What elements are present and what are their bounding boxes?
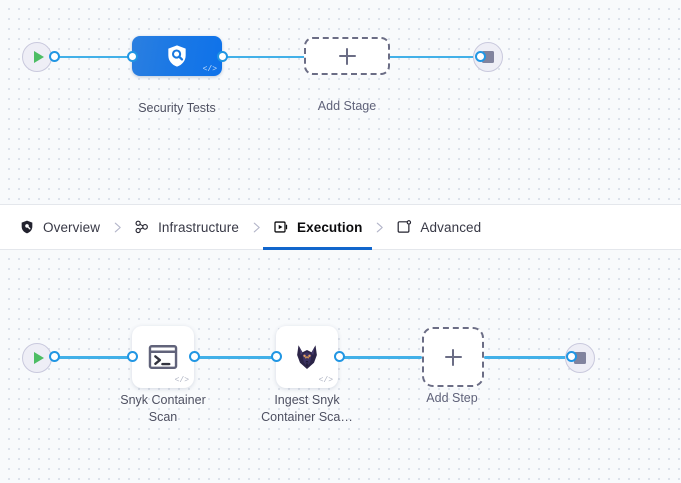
plus-icon (338, 47, 356, 65)
tab-overview[interactable]: Overview (17, 205, 102, 249)
port-ingest-out[interactable] (334, 351, 345, 362)
edge-snyk-scan-to-ingest (195, 356, 283, 359)
chevron-right-icon (114, 222, 121, 232)
play-square-icon (274, 221, 288, 233)
port-exec-start-out[interactable] (49, 351, 60, 362)
pipeline-start-node[interactable] (22, 42, 52, 72)
execution-end-node[interactable] (565, 343, 595, 373)
play-icon (33, 51, 44, 63)
tab-overview-label: Overview (43, 219, 101, 235)
add-stage-label: Add Stage (317, 99, 377, 113)
chevron-right-icon (253, 222, 260, 232)
port-exec-end-in[interactable] (566, 351, 577, 362)
execution-graph-canvas[interactable]: </> Snyk Container Scan </> (0, 250, 681, 483)
nodes-icon (135, 220, 148, 234)
stage-config-tabbar: Overview Infrastructure (0, 204, 681, 250)
port-end-in[interactable] (475, 51, 486, 62)
edge-add-step-to-end (484, 356, 572, 359)
tab-separator-3 (364, 221, 394, 234)
security-shield-scan-icon (168, 45, 186, 67)
tab-advanced[interactable]: Advanced (394, 205, 483, 249)
step-node-ingest-snyk-container-scan[interactable]: </> (276, 326, 338, 388)
tab-advanced-label: Advanced (420, 219, 482, 235)
execution-start-node[interactable] (22, 343, 52, 373)
port-ingest-in[interactable] (271, 351, 282, 362)
edge-add-stage-to-end (388, 55, 480, 58)
pipeline-end-node[interactable] (473, 42, 503, 72)
stage-label-security-tests: Security Tests (138, 101, 216, 115)
step-yaml-badge: </> (174, 376, 189, 385)
edge-security-tests-to-add-stage (212, 55, 312, 58)
tab-execution[interactable]: Execution (262, 205, 373, 250)
port-snyk-scan-out[interactable] (189, 351, 200, 362)
play-icon (33, 352, 44, 364)
port-start-out[interactable] (49, 51, 60, 62)
settings-box-icon (398, 220, 412, 233)
tab-separator-1 (102, 221, 132, 234)
edge-ingest-to-add-step (340, 356, 422, 359)
stop-icon (574, 352, 586, 364)
edge-start-to-snyk-container-scan (52, 356, 140, 359)
add-step-button[interactable] (422, 327, 484, 387)
edge-start-to-security-tests (52, 55, 142, 58)
step-node-snyk-container-scan[interactable]: </> (132, 326, 194, 388)
step-row: </> Snyk Container Scan </> (0, 250, 681, 483)
snyk-dog-icon (297, 345, 317, 369)
add-stage-button[interactable] (304, 37, 390, 75)
stage-row: </> Security Tests Add Stage (0, 0, 681, 204)
stage-node-security-tests[interactable]: </> (132, 36, 222, 76)
port-snyk-scan-in[interactable] (127, 351, 138, 362)
add-step-label: Add Step (426, 391, 478, 405)
plus-icon (444, 348, 462, 366)
step-label-ingest-snyk-container-scan: Ingest Snyk Container Sca… (261, 393, 353, 424)
tab-infrastructure-label: Infrastructure (158, 219, 239, 235)
shield-icon (21, 220, 33, 234)
terminal-icon (148, 345, 178, 369)
stage-yaml-badge: </> (202, 65, 217, 74)
tab-infrastructure[interactable]: Infrastructure (132, 205, 241, 249)
tab-separator-2 (241, 221, 271, 234)
step-label-snyk-container-scan: Snyk Container Scan (120, 393, 206, 424)
tab-execution-label: Execution (297, 219, 363, 235)
port-security-tests-in[interactable] (127, 51, 138, 62)
chevron-right-icon (376, 222, 383, 232)
step-yaml-badge: </> (318, 376, 333, 385)
stage-graph-canvas[interactable]: </> Security Tests Add Stage (0, 0, 681, 204)
port-security-tests-out[interactable] (217, 51, 228, 62)
